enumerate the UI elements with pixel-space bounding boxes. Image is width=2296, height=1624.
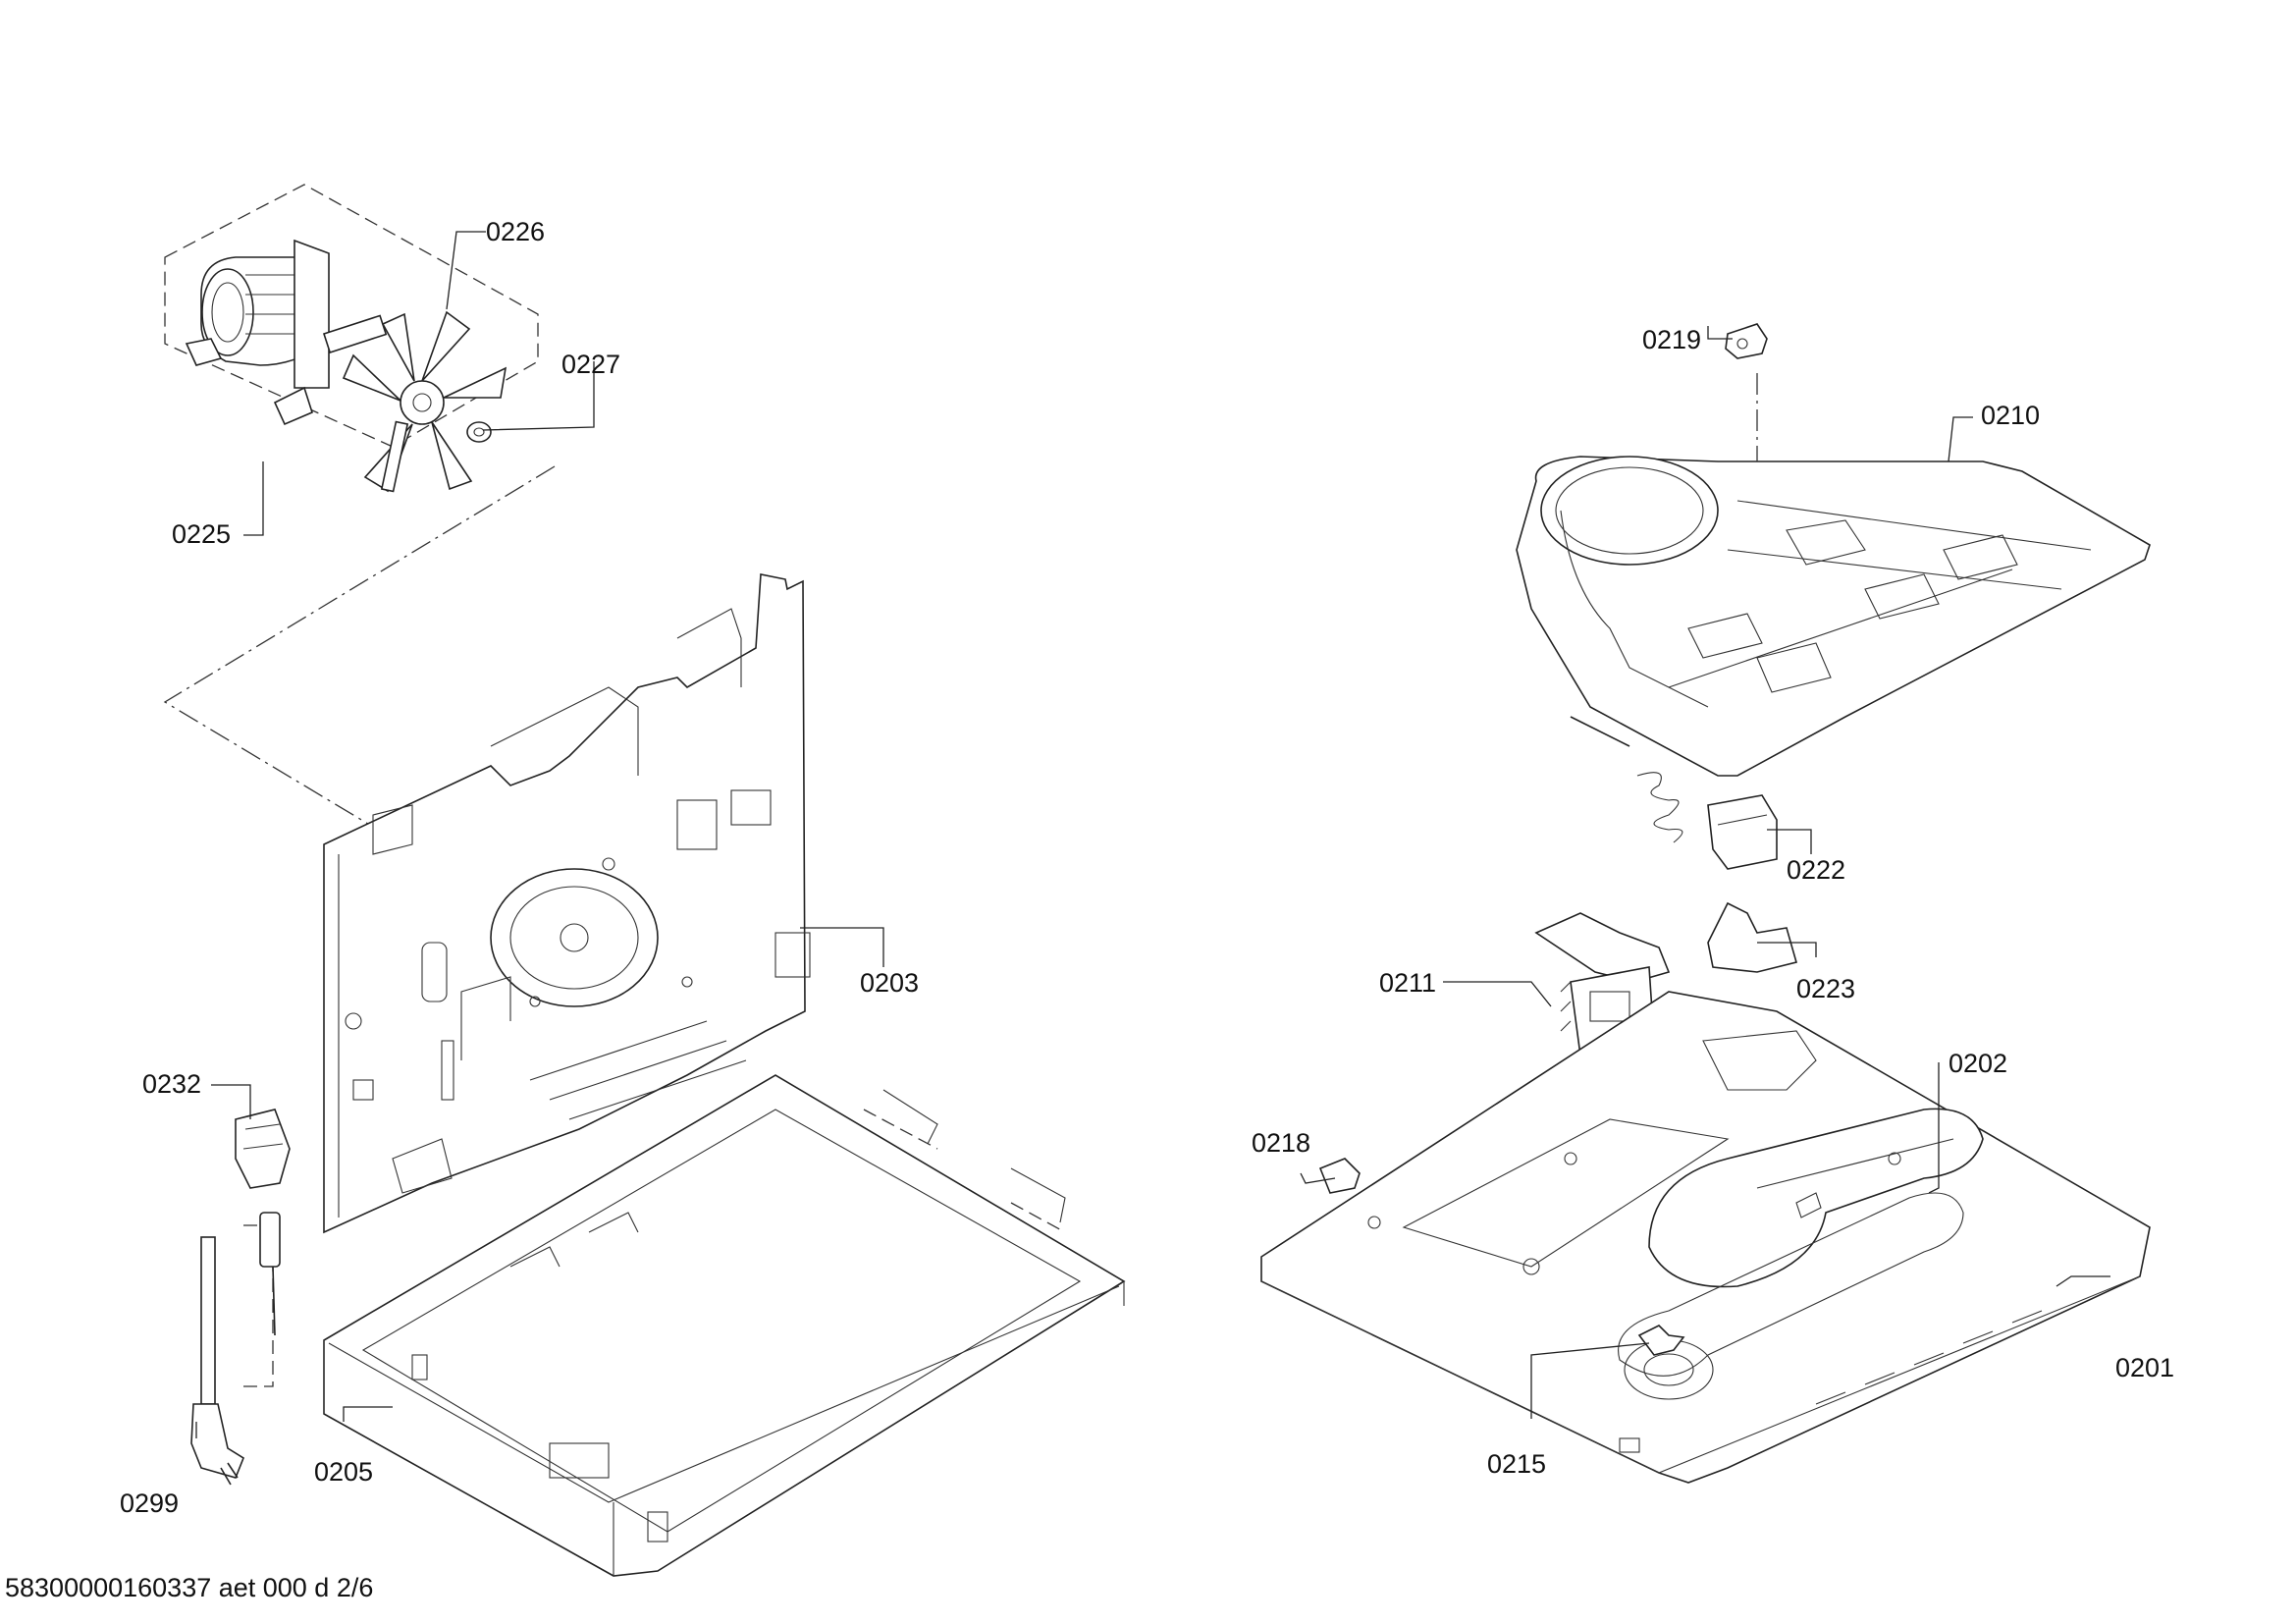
label-0219: 0219 <box>1642 325 1701 354</box>
label-0232: 0232 <box>142 1069 201 1099</box>
assembly-guide-line <box>163 465 556 875</box>
oven-bottom-plate <box>1260 991 2151 1484</box>
label-0201: 0201 <box>2115 1353 2174 1382</box>
leader-lines <box>195 231 2110 1438</box>
relay-0222 <box>1636 772 1778 870</box>
label-0210: 0210 <box>1981 401 2040 430</box>
label-0227: 0227 <box>561 350 620 379</box>
fan-impeller <box>342 310 507 493</box>
label-0218: 0218 <box>1252 1128 1310 1158</box>
fan-motor-assembly <box>164 184 539 493</box>
label-0203: 0203 <box>860 968 919 998</box>
oven-base-frame <box>323 1074 1126 1577</box>
bracket-0223 <box>1707 901 1797 973</box>
label-0202: 0202 <box>1949 1049 2007 1078</box>
label-0226: 0226 <box>486 217 545 246</box>
sensor-0219 <box>1725 323 1768 359</box>
label-0205: 0205 <box>314 1457 373 1487</box>
label-0225: 0225 <box>172 519 231 549</box>
document-code: 58300000160337 aet 000 d 2/6 <box>5 1573 373 1602</box>
fan-nut <box>466 421 492 443</box>
oven-back-wall <box>323 573 811 1234</box>
cooling-air-duct <box>1516 456 2151 777</box>
label-0222: 0222 <box>1787 855 1845 885</box>
label-0211: 0211 <box>1379 968 1436 998</box>
fan-motor <box>185 239 388 426</box>
label-0299: 0299 <box>120 1489 179 1518</box>
power-cord-assembly <box>190 1109 291 1486</box>
label-0223: 0223 <box>1796 974 1855 1003</box>
label-0215: 0215 <box>1487 1449 1546 1479</box>
clip-0218 <box>1318 1158 1361 1194</box>
